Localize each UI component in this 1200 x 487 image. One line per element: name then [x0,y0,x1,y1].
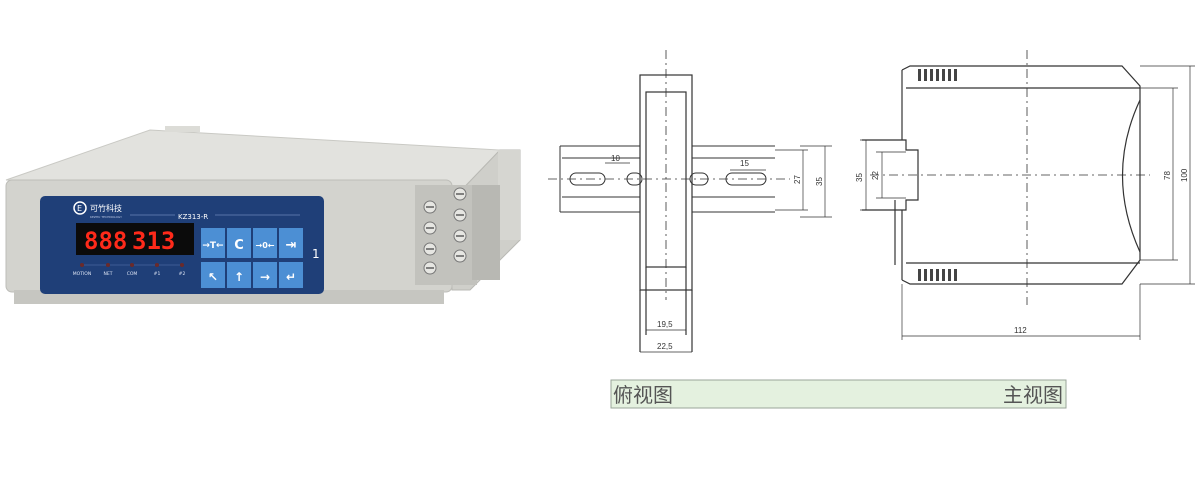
arrow-right-icon: → [260,270,270,284]
tare-button-label: →T← [202,241,224,251]
tare-button[interactable] [201,228,225,258]
brand-subtitle: KEZHU TECHNOLOGY [90,215,122,219]
dim-inner-height: 78 [1163,171,1172,180]
top-view-drawing: 10 15 27 35 19,5 22,5 [548,50,832,353]
nav-button-3[interactable] [253,262,277,288]
status-indicators: MOTION NET COM #1 #2 [73,263,186,277]
brand-logo: E 可竹科技 KEZHU TECHNOLOGY [73,201,122,219]
front-view-drawing: 35 22 78 100 112 [855,50,1195,340]
indicator-net: NET [104,271,113,277]
dim-outer-width: 22,5 [657,342,673,351]
zero-button[interactable] [253,228,277,258]
terminal-block [415,185,500,285]
dim-rail-total: 35 [815,177,824,186]
indicator-2: #2 [179,271,186,277]
dim-rail-height: 27 [793,175,802,184]
dim-slot-spacing: 10 [611,154,620,163]
enter-button-label: ⇥ [286,238,297,253]
model-label: KZ313-R [178,213,208,221]
enter-button[interactable] [279,228,303,258]
device-photo: E 可竹科技 KEZHU TECHNOLOGY KZ313-R 888 313 … [5,126,521,304]
led-reading: 313 [132,227,175,255]
nav-button-1[interactable] [201,262,225,288]
nav-button-2[interactable] [227,262,251,288]
arrow-up-left-icon: ↖ [208,270,218,284]
nav-button-4[interactable] [279,262,303,288]
svg-text:888: 888 [84,227,127,255]
dim-slot-length: 15 [740,159,749,168]
dim-rail-outer: 35 [855,173,864,182]
zero-button-label: →0← [256,241,275,250]
clear-button-label: C [234,238,244,253]
function-buttons[interactable]: →T← C →0← ⇥ ↖ ↑ → ↵ [201,228,303,288]
return-icon: ↵ [286,270,296,284]
dim-total-height: 100 [1180,168,1189,182]
clear-button[interactable] [227,228,251,258]
side-mark: 1 [312,247,320,261]
caption-top-view: 俯视图 [613,383,673,407]
arrow-up-icon: ↑ [234,270,244,284]
dim-depth: 112 [1014,326,1027,335]
dim-rail-inner: 22 [871,171,880,180]
led-display [76,223,194,255]
indicator-1: #1 [154,271,161,277]
indicator-com: COM [127,271,138,277]
caption-front-view: 主视图 [1003,383,1063,407]
brand-name: 可竹科技 [90,203,122,213]
svg-text:E: E [77,204,82,213]
indicator-motion: MOTION [73,271,91,277]
caption-bar: 俯视图 主视图 [610,379,1067,409]
dim-inner-width: 19,5 [657,320,673,329]
